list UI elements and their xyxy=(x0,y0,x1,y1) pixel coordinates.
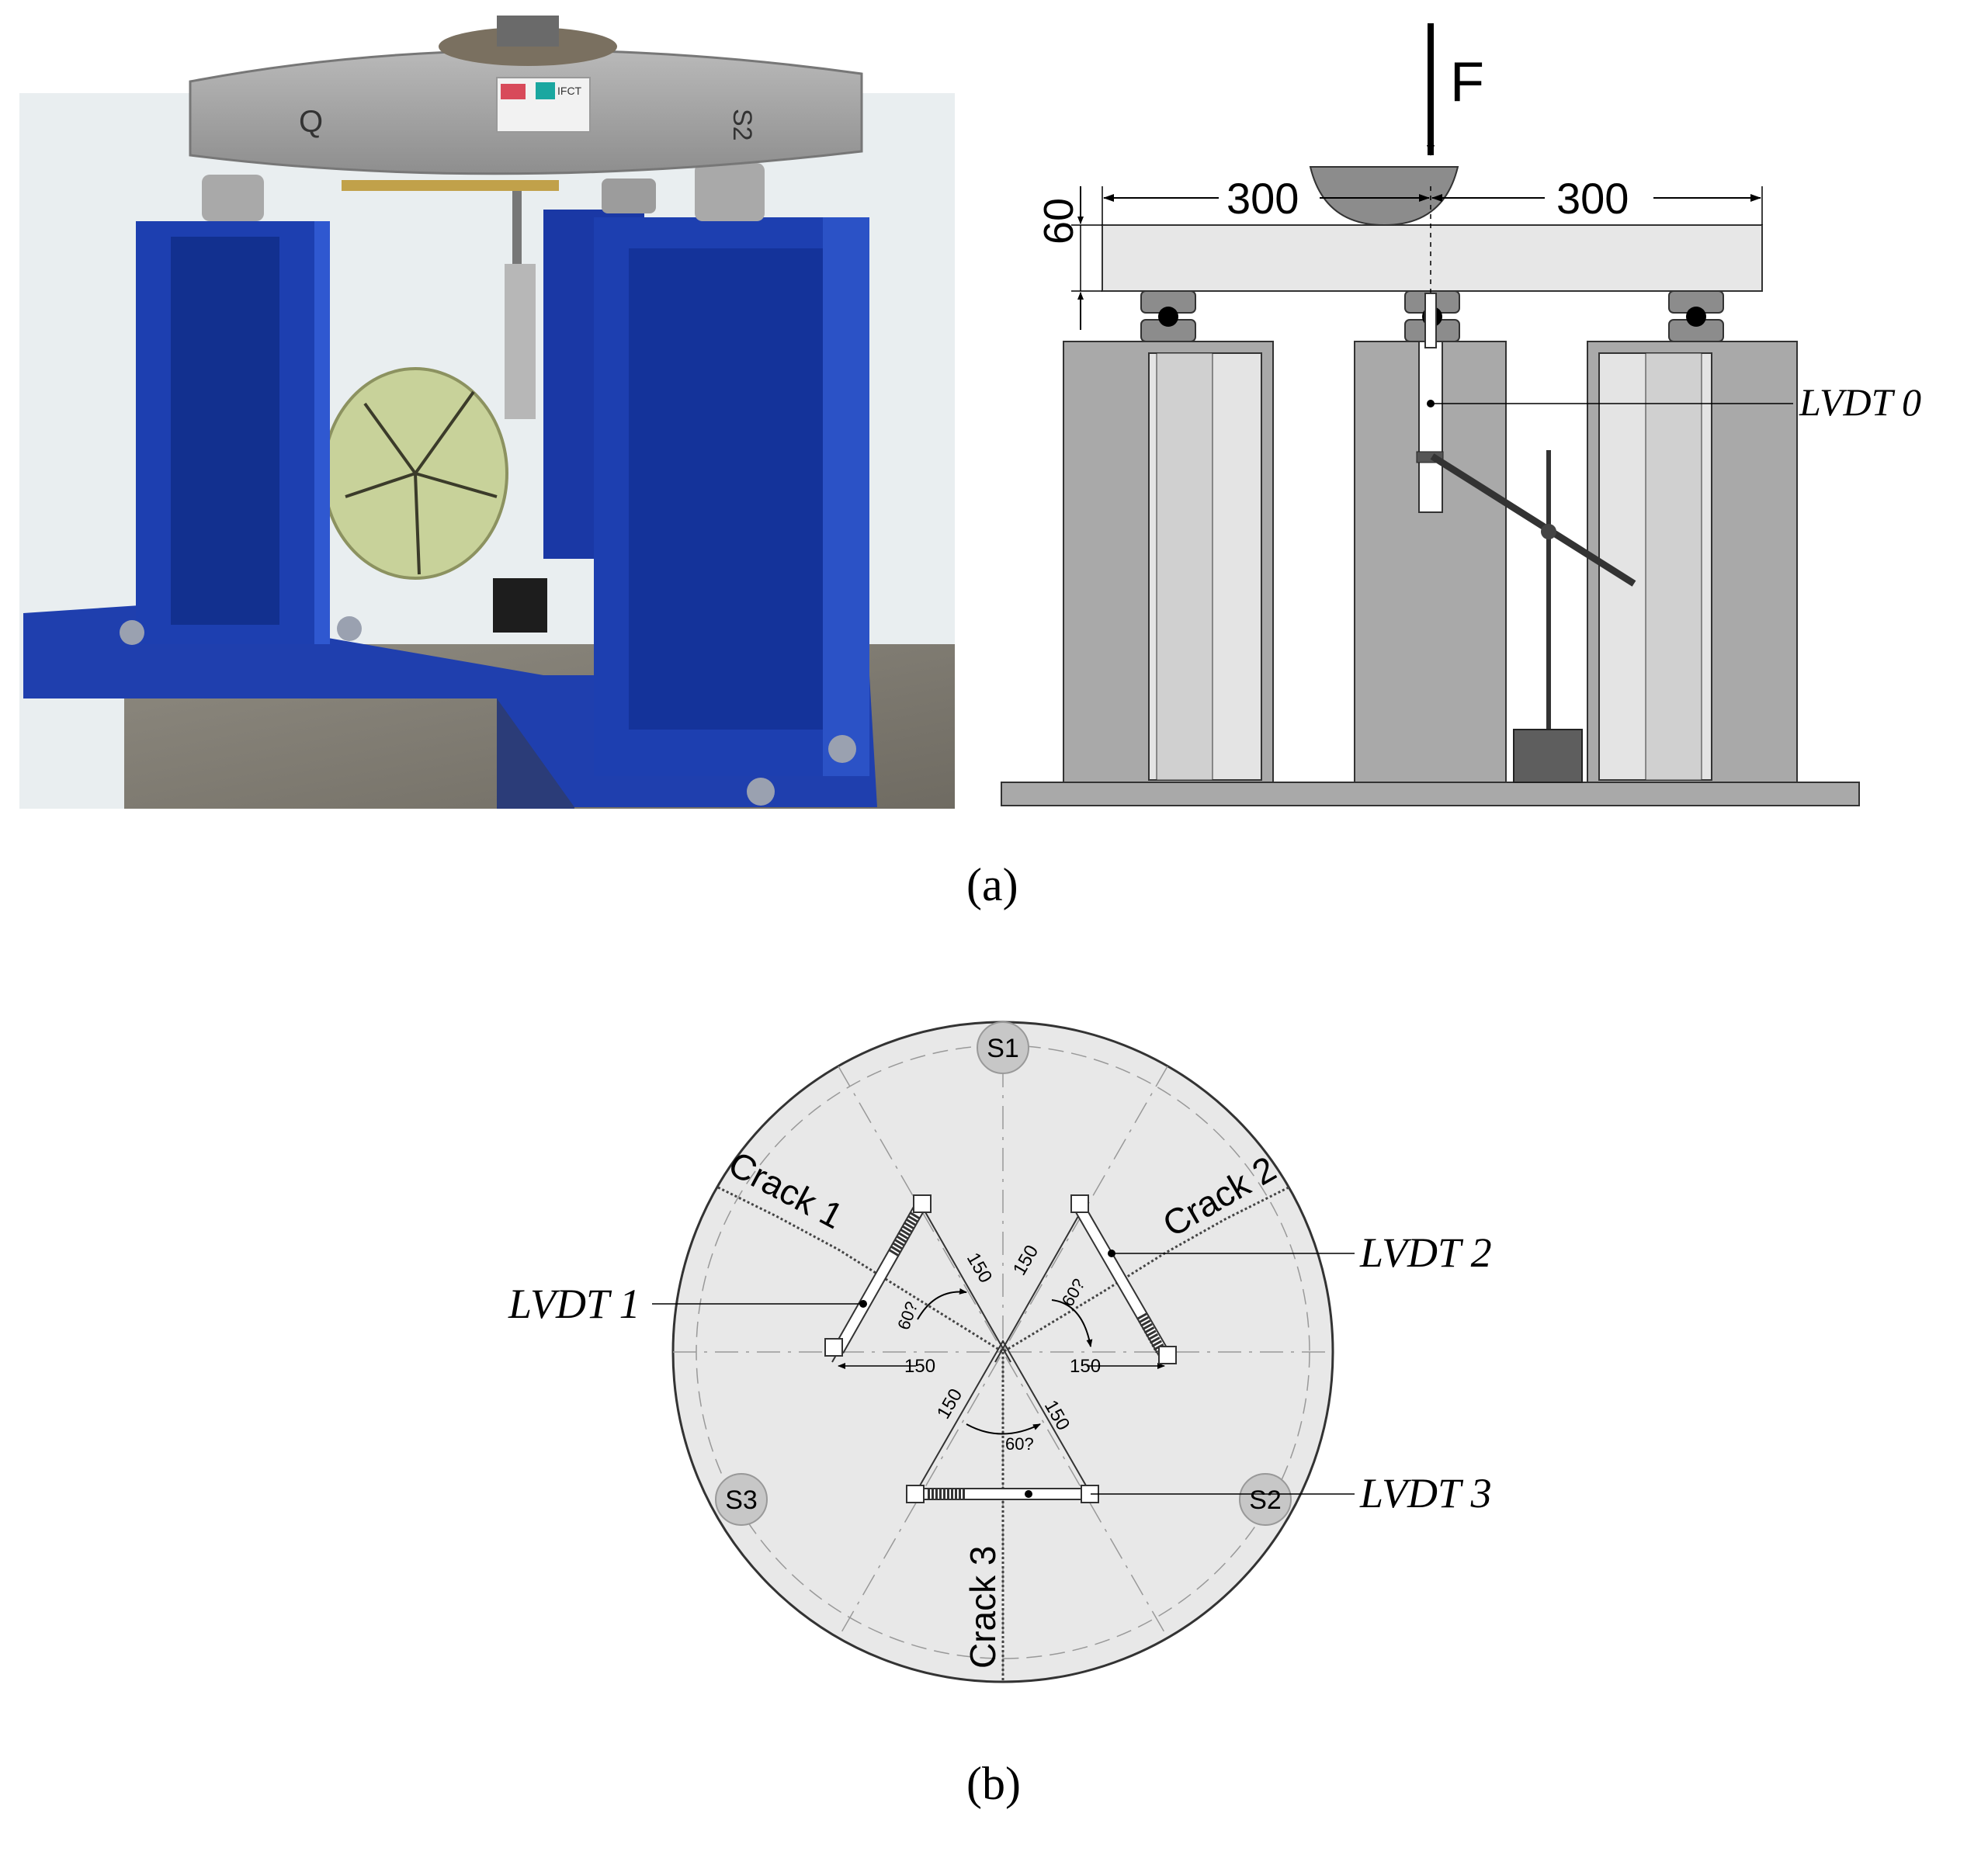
support-roller xyxy=(202,175,264,221)
instrument-bar xyxy=(342,180,559,191)
lvdt-0-body xyxy=(1418,341,1443,513)
lvdt-3-device xyxy=(906,1485,1099,1503)
force-label: F xyxy=(1450,51,1484,113)
dim-3: 150 xyxy=(904,1356,935,1377)
span-left-label: 300 xyxy=(1226,174,1299,223)
sticker-teal-mark xyxy=(536,82,555,99)
angle-arc-2 xyxy=(1051,1299,1093,1347)
angle-3: 60? xyxy=(1005,1434,1034,1454)
lvdt-1-device xyxy=(824,1194,932,1357)
axis-diag-2 xyxy=(838,1066,1168,1638)
support-s1-label: S1 xyxy=(987,1034,1019,1063)
right-column-inner xyxy=(629,248,823,730)
support-s3 xyxy=(715,1473,768,1526)
support-s3-label: S3 xyxy=(725,1485,758,1515)
span-right-label: 300 xyxy=(1556,174,1629,223)
angle-arc-1 xyxy=(917,1288,967,1320)
lvdt-weight-photo xyxy=(493,578,547,633)
support-s1 xyxy=(977,1021,1029,1074)
sticker-red-mark xyxy=(501,84,526,99)
slab-mark-right: S2 xyxy=(727,109,757,141)
caption-a: (a) xyxy=(966,859,1018,910)
axis-diag-1 xyxy=(838,1066,1168,1638)
support-roller xyxy=(695,163,765,221)
bearing-left xyxy=(1140,290,1196,342)
support-roller xyxy=(602,179,656,213)
support-s2 xyxy=(1239,1473,1292,1526)
crack-3-label: Crack 3 xyxy=(963,1546,1003,1669)
slab-mark-left: Q xyxy=(299,105,323,139)
bolt xyxy=(828,735,856,763)
right-support-web xyxy=(1645,352,1702,781)
lvdt-2-label: LVDT 2 xyxy=(1359,1229,1492,1276)
setup-drawing: F 300 300 60 LVDT 0 xyxy=(1001,23,1921,806)
left-column-flange xyxy=(314,221,330,644)
stand-arm xyxy=(1430,453,1636,587)
left-column-inner xyxy=(171,237,279,625)
stand-joint xyxy=(1541,524,1556,539)
bolt xyxy=(120,620,144,645)
triangle-3 xyxy=(913,1339,1093,1497)
drawing-base-plate xyxy=(1001,782,1860,806)
bolt xyxy=(747,778,775,806)
lvdt-1-label: LVDT 1 xyxy=(508,1281,640,1327)
crack-1-line xyxy=(717,1186,1004,1354)
bearing-right xyxy=(1668,290,1724,342)
test-setup-photo: IFCT Q S2 xyxy=(19,16,955,809)
magnetic-base xyxy=(1513,729,1583,783)
lvdt-0-label: LVDT 0 xyxy=(1799,380,1921,424)
bolt xyxy=(337,616,362,641)
sticker-text: IFCT xyxy=(557,85,582,97)
slab-section xyxy=(1102,224,1763,292)
right-column-flange xyxy=(823,217,869,776)
disc-cracks xyxy=(345,390,498,575)
angle-arc-3 xyxy=(966,1423,1041,1435)
plan-view: S1 S2 S3 Crack 1 Crack 2 Crack 3 150 150… xyxy=(652,1021,1355,1683)
support-s2-label: S2 xyxy=(1249,1485,1282,1515)
caption-b: (b) xyxy=(966,1758,1021,1809)
thickness-label: 60 xyxy=(1036,198,1082,244)
lvdt-0-rod xyxy=(1424,293,1437,348)
lvdt-rod-photo xyxy=(512,186,522,264)
load-cap xyxy=(1309,166,1459,227)
lvdt-body-photo xyxy=(505,264,536,419)
lvdt-2-device xyxy=(1070,1194,1177,1364)
loading-piston xyxy=(497,16,559,47)
lvdt-3-label: LVDT 3 xyxy=(1359,1470,1492,1517)
dim-4: 150 xyxy=(1070,1356,1101,1377)
left-support-web xyxy=(1156,352,1213,781)
